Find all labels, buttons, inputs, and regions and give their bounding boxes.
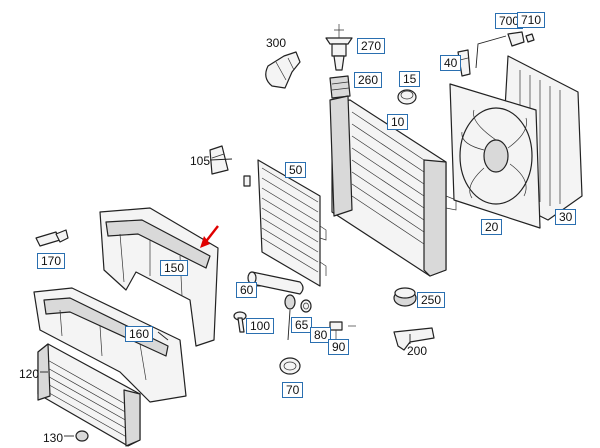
callout-20: 20: [481, 219, 503, 235]
callout-50: 50: [285, 162, 307, 178]
callout-10: 10: [387, 114, 409, 130]
callout-130: 130: [43, 431, 64, 445]
callout-260: 260: [354, 72, 383, 88]
part-150-air-duct: [99, 207, 219, 347]
callout-700: 700: [495, 13, 524, 29]
part-270-plug: [325, 24, 353, 71]
callout-300: 300: [266, 36, 287, 50]
callout-30: 30: [555, 209, 577, 225]
callout-250: 250: [417, 292, 446, 308]
callout-160: 160: [125, 326, 154, 342]
callout-90: 90: [328, 339, 350, 355]
part-130-screw: [64, 430, 89, 442]
part-70-ring: [279, 309, 301, 375]
part-50-condenser: [243, 159, 327, 287]
callout-710: 710: [517, 12, 546, 28]
part-100-bolt: [233, 311, 247, 333]
part-10-radiator: [329, 95, 457, 277]
part-20-fan: [449, 83, 541, 229]
callout-200: 200: [407, 344, 428, 358]
highlight-arrow: [200, 225, 219, 248]
callout-60: 60: [236, 282, 258, 298]
part-60-dryer: [247, 271, 304, 295]
part-15-cap: [397, 89, 417, 105]
part-300-clip: [265, 51, 301, 89]
callout-120: 120: [19, 367, 40, 381]
callout-80: 80: [310, 327, 332, 343]
part-120-intercooler: [37, 343, 141, 447]
leader-lines: [40, 158, 411, 373]
callout-15: 15: [399, 71, 421, 87]
callout-65: 65: [291, 317, 313, 333]
callout-100: 100: [246, 318, 275, 334]
callout-105: 105: [190, 154, 211, 168]
callout-40: 40: [440, 55, 462, 71]
part-260-cap: [329, 75, 351, 99]
part-700-710-fasteners: [475, 31, 535, 69]
callout-150: 150: [160, 260, 189, 276]
part-250-cap: [393, 287, 417, 307]
callout-170: 170: [37, 253, 66, 269]
part-170-clip: [35, 229, 69, 247]
callout-270: 270: [357, 38, 386, 54]
callout-70: 70: [282, 382, 304, 398]
